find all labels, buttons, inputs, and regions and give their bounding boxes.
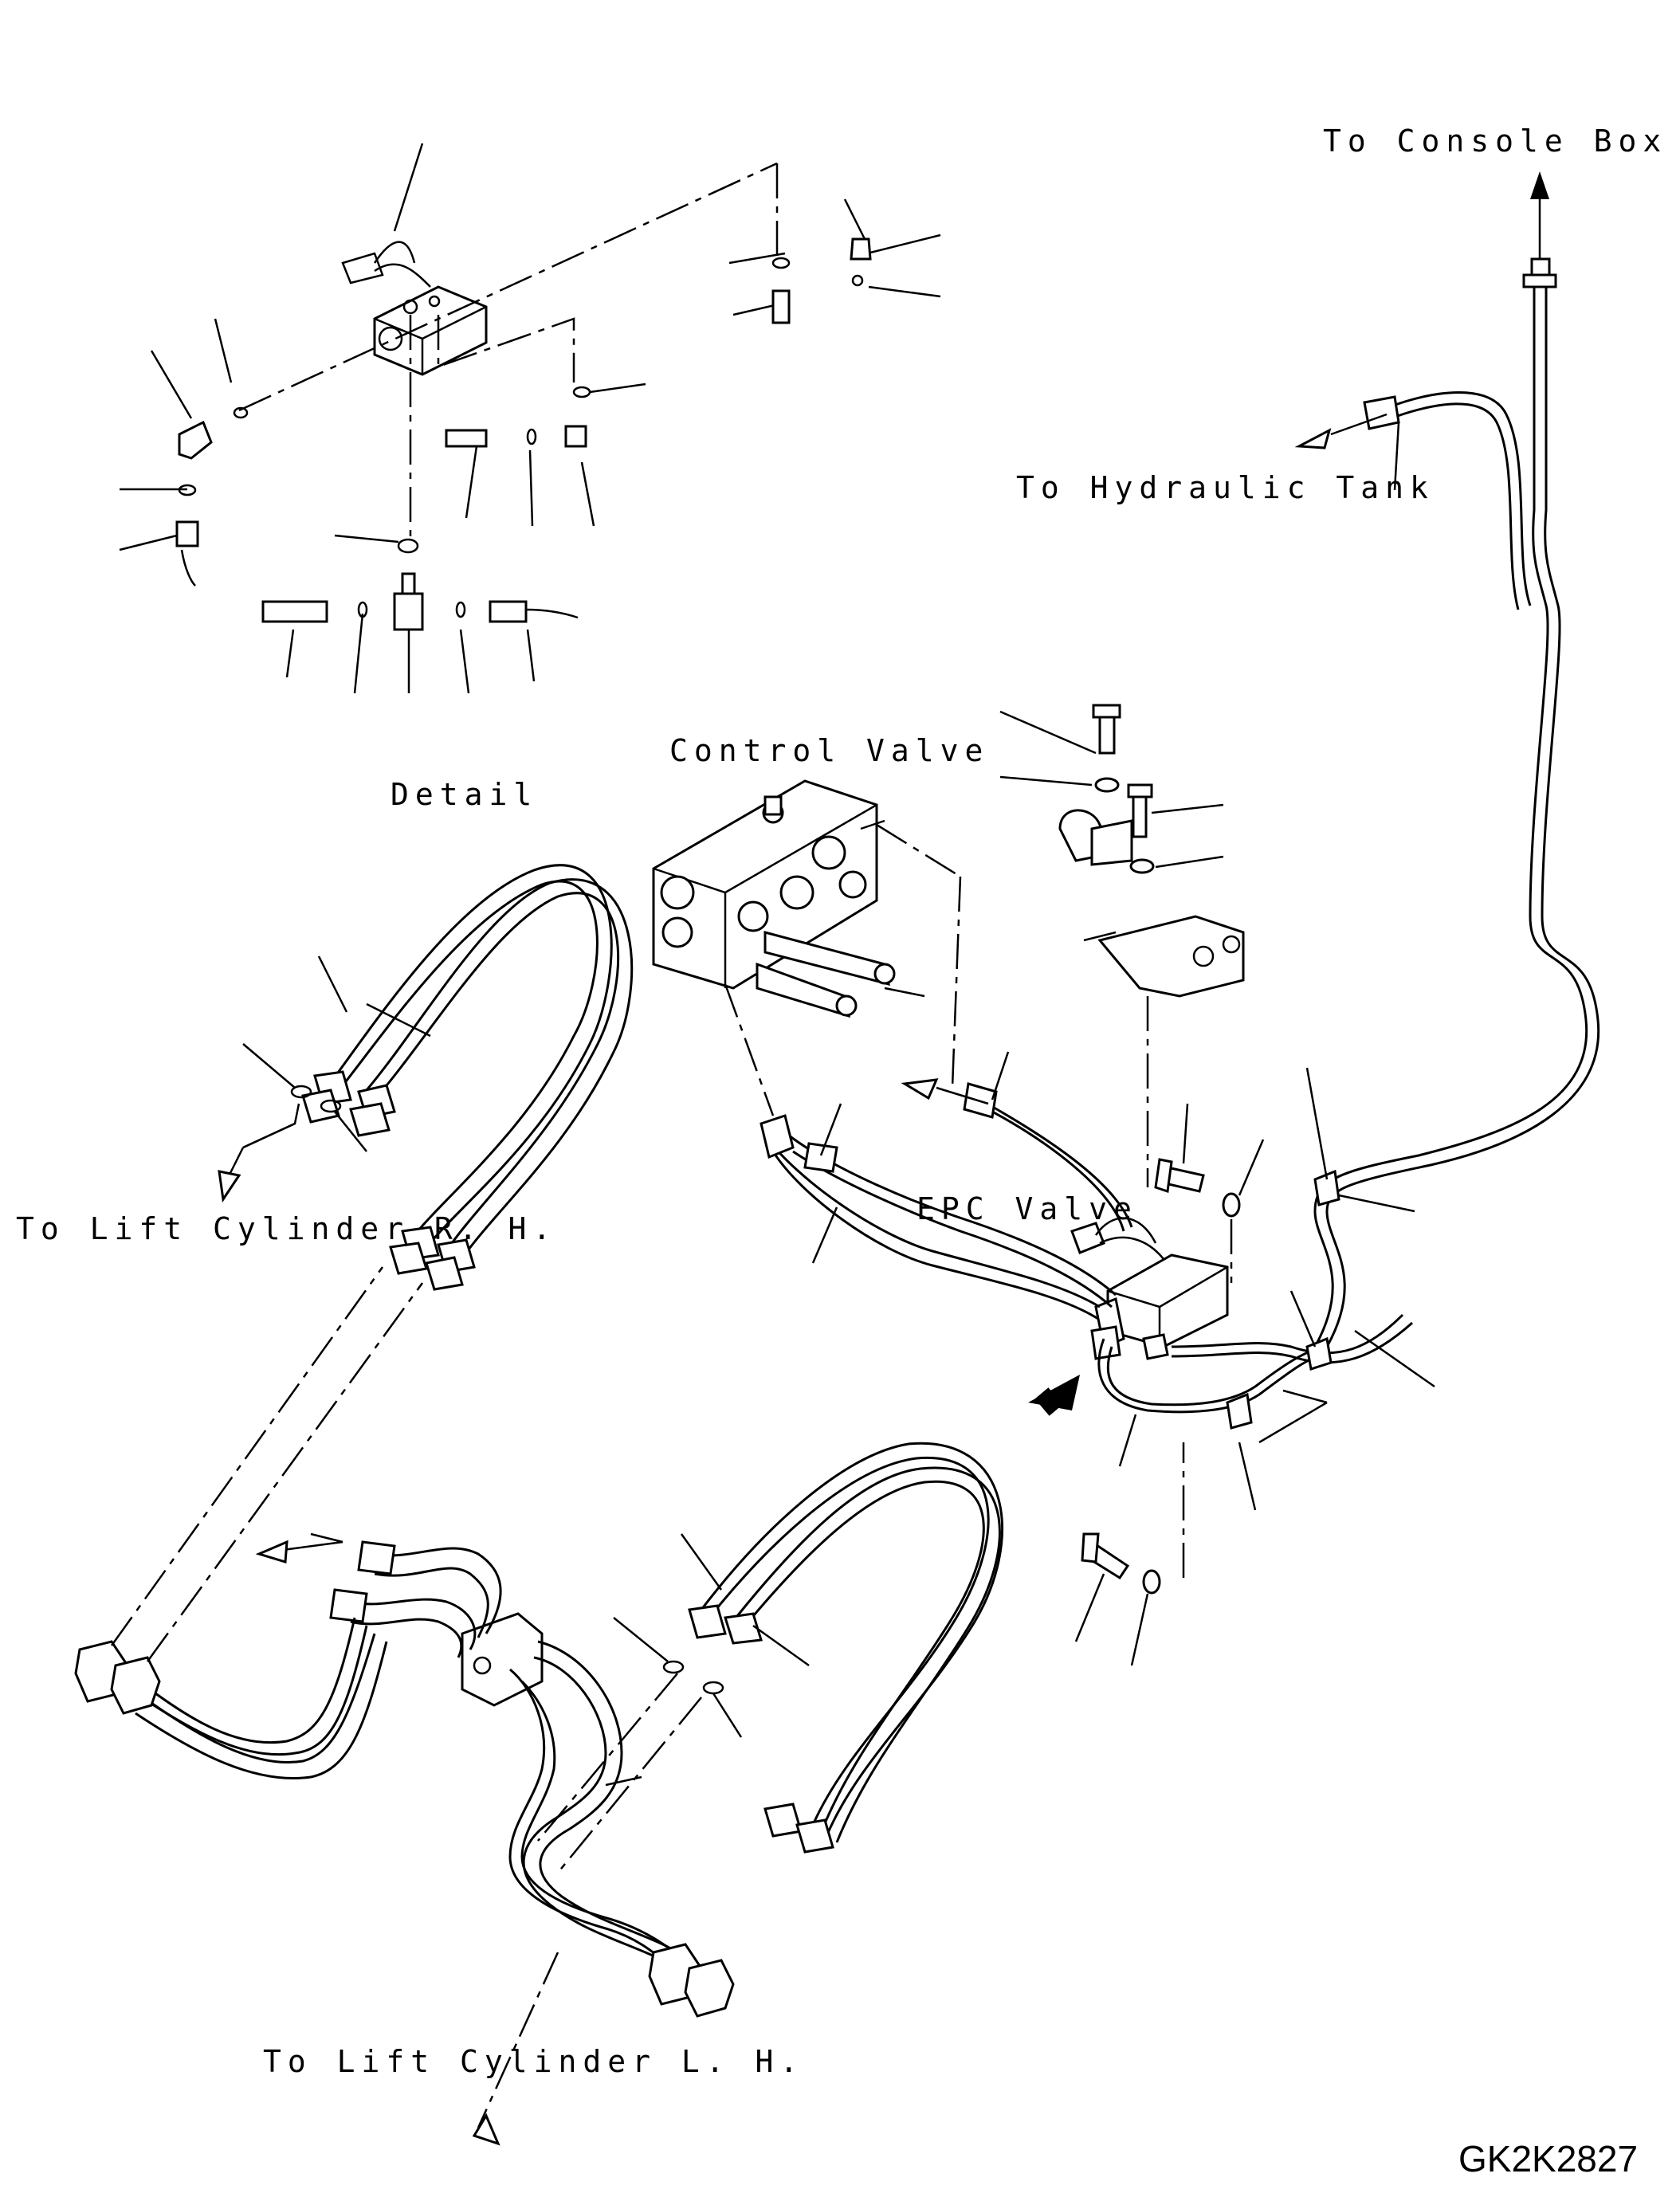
detail-leaders <box>119 143 941 694</box>
epc-valve <box>1070 1217 1233 1360</box>
lh-lift-hoses <box>537 1442 1003 1873</box>
control-valve-label: Control Valve <box>669 733 989 768</box>
bracket-assembly <box>999 704 1245 1187</box>
detail-dash-lines <box>238 162 779 542</box>
to-console-box-label: To Console Box R. H. <box>1323 124 1680 159</box>
detail-fittings <box>175 198 872 631</box>
epc-valve-label: EPC Valve <box>917 1191 1138 1226</box>
rh-lift-hoses <box>218 864 634 1291</box>
epc-bolts <box>1074 1103 1265 1666</box>
control-valve <box>652 779 925 1018</box>
to-lift-cylinder-rh-label: To Lift Cylinder R. H. <box>16 1211 557 1246</box>
lift-manifold-pipes <box>74 1266 735 2146</box>
hydraulic-tank-hose <box>1294 391 1532 610</box>
detail-view <box>119 143 941 694</box>
to-lift-cylinder-lh-label: To Lift Cylinder L. H. <box>263 2044 804 2079</box>
detail-label: Detail <box>391 777 538 812</box>
console-box-arrow <box>1530 171 1549 259</box>
drawing-code: GK2K2827 <box>1458 2138 1638 2179</box>
epc-hoses <box>760 1051 1435 1511</box>
console-box-hose <box>1313 257 1600 1348</box>
control-valve-dash-lines <box>724 823 962 1116</box>
to-hydraulic-tank-label: To Hydraulic Tank <box>1016 470 1435 505</box>
detail-valve-block <box>341 241 488 376</box>
